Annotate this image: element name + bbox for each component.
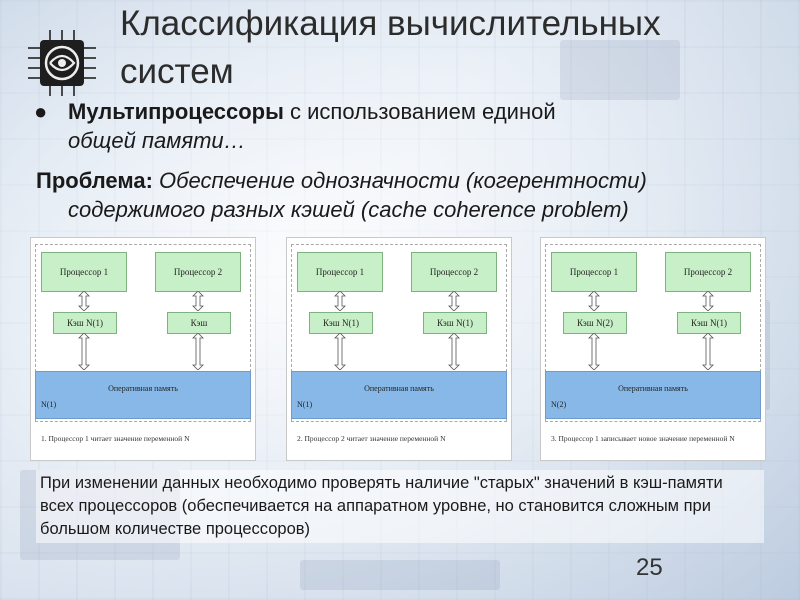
double-arrow-icon (334, 333, 346, 370)
page-number: 25 (636, 554, 663, 582)
memory-label: Оперативная память (36, 384, 250, 393)
cache-2-box: Кэш (167, 312, 231, 334)
double-arrow-icon (334, 291, 346, 311)
problem-statement: Проблема: Обеспечение однозначности (ког… (36, 166, 756, 224)
coherence-diagram-panel: Процессор 1 Процессор 2 Кэш N(1) Кэш N(1) Оп… (286, 237, 512, 461)
bullet-bold-term: Мультипроцессоры (68, 99, 284, 124)
double-arrow-icon (588, 333, 600, 370)
processor-1-box: Процессор 1 (551, 252, 637, 292)
background-chip (300, 560, 500, 590)
cache-1-box: Кэш N(2) (563, 312, 627, 334)
memory-value: N(2) (551, 400, 566, 409)
memory-label: Оперативная память (546, 384, 760, 393)
cache-1-box: Кэш N(1) (53, 312, 117, 334)
cache-1-box: Кэш N(1) (309, 312, 373, 334)
cache-2-box: Кэш N(1) (677, 312, 741, 334)
double-arrow-icon (702, 291, 714, 311)
memory-value: N(1) (297, 400, 312, 409)
double-arrow-icon (702, 333, 714, 370)
cache-2-box: Кэш N(1) (423, 312, 487, 334)
memory-value: N(1) (41, 400, 56, 409)
double-arrow-icon (78, 333, 90, 370)
problem-text-part: содержимого разных кэшей ( (68, 197, 368, 222)
panel-caption: 2. Процессор 2 читает значение переменно… (297, 434, 507, 443)
problem-label: Проблема (36, 168, 146, 193)
bullet-text: Мультипроцессоры с использованием единой… (68, 97, 768, 155)
processor-1-box: Процессор 1 (297, 252, 383, 292)
title-line-1: Классификация вычислительных (120, 0, 780, 48)
title-line-2: систем (120, 48, 780, 96)
panel-caption: 1. Процессор 1 читает значение переменно… (41, 434, 251, 443)
problem-text-end: ) (621, 197, 628, 222)
problem-english-term: cache coherence problem (368, 197, 621, 222)
bullet-rest: с использованием единой (284, 99, 556, 124)
double-arrow-icon (192, 333, 204, 370)
double-arrow-icon (588, 291, 600, 311)
bullet-line-2: общей памяти… (68, 128, 246, 153)
bullet-icon: ● (34, 97, 47, 126)
panel-caption: 3. Процессор 1 записывает новое значение… (551, 434, 761, 443)
explanation-paragraph: При изменении данных необходимо проверят… (36, 470, 764, 543)
memory-label: Оперативная память (292, 384, 506, 393)
double-arrow-icon (78, 291, 90, 311)
coherence-diagram-panel: Процессор 1 Процессор 2 Кэш N(2) Кэш N(1) Оп… (540, 237, 766, 461)
processor-2-box: Процессор 2 (155, 252, 241, 292)
chip-logo-icon (24, 28, 100, 98)
double-arrow-icon (192, 291, 204, 311)
problem-text-line-1: Обеспечение однозначности (когерентности… (153, 168, 647, 193)
double-arrow-icon (448, 291, 460, 311)
double-arrow-icon (448, 333, 460, 370)
processor-2-box: Процессор 2 (665, 252, 751, 292)
processor-1-box: Процессор 1 (41, 252, 127, 292)
problem-colon: : (146, 168, 153, 193)
processor-2-box: Процессор 2 (411, 252, 497, 292)
slide-title: Классификация вычислительных систем (120, 0, 780, 96)
problem-text-line-2: содержимого разных кэшей (cache coherenc… (36, 195, 756, 224)
